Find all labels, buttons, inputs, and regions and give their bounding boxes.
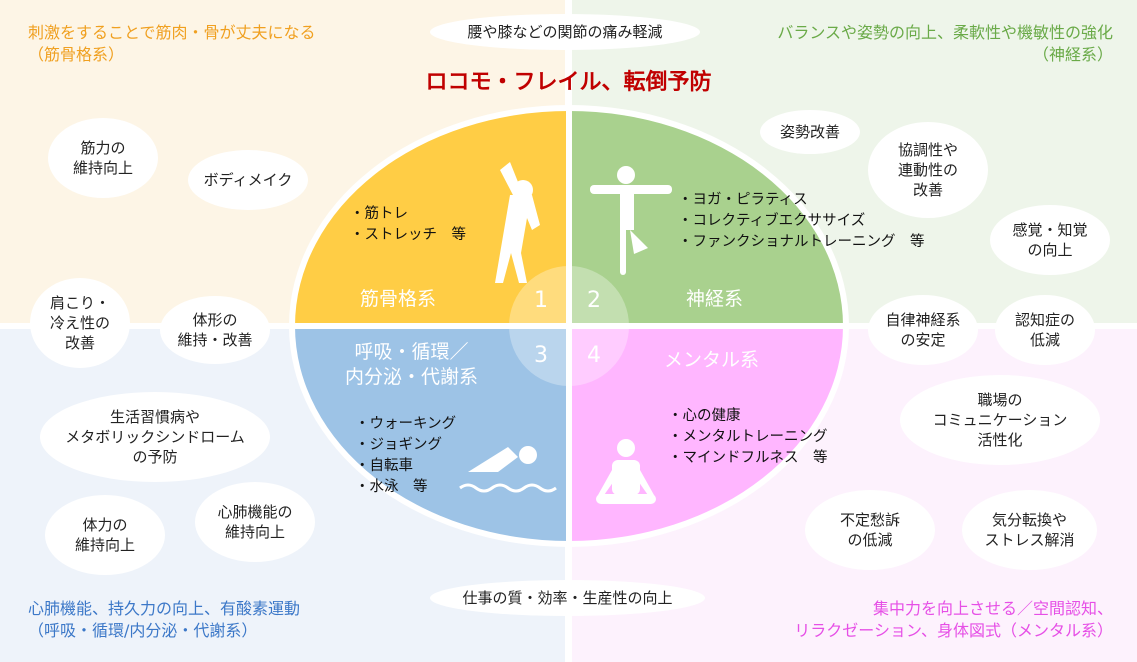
main-title: ロコモ・フレイル、転倒予防 [425, 70, 712, 95]
activity-list-respiratory: ・ウォーキング ・ジョギング ・自転車 ・水泳 等 [355, 414, 456, 498]
section-number-1: 1 [534, 288, 548, 313]
corner-text-mental: 集中力を向上させる／空間認知、 リラクゼーション、身体図式（メンタル系） [794, 599, 1113, 640]
meditation-icon [596, 439, 656, 504]
benefit-productivity: 仕事の質・効率・生産性の向上 [430, 580, 705, 616]
activity-item: ・ストレッチ 等 [350, 227, 466, 244]
section-label-respiratory: 呼吸・循環／ 内分泌・代謝系 [345, 341, 479, 388]
activity-item: ・ウォーキング [355, 416, 457, 432]
activity-item: ・ジョギング [355, 437, 442, 454]
benefit-bubble: 体形の 維持・改善 [160, 296, 270, 364]
benefit-bubble: 協調性や 連動性の 改善 [868, 122, 988, 218]
activity-list-musculoskeletal: ・筋トレ ・ストレッチ 等 [350, 204, 466, 246]
activity-item: ・ファンクショナルトレーニング 等 [678, 234, 925, 251]
benefit-bubble: 不定愁訴 の低減 [805, 490, 935, 570]
corner-text-musculoskeletal: 刺激をすることで筋肉・骨が丈夫になる （筋骨格系） [28, 23, 316, 64]
section-number-4: 4 [587, 343, 601, 368]
activity-item: ・メンタルトレーニング [668, 429, 828, 446]
corner-text-respiratory: 心肺機能、持久力の向上、有酸素運動 （呼吸・循環/内分泌・代謝系） [28, 599, 301, 640]
benefit-bubble: ボディメイク [188, 150, 308, 210]
section-number-3: 3 [534, 343, 548, 368]
section-label-mental: メンタル系 [664, 349, 760, 371]
benefit-bubble: 職場の コミュニケーション 活性化 [900, 375, 1100, 465]
activity-list-mental: ・心の健康 ・メンタルトレーニング ・マインドフルネス 等 [668, 406, 828, 469]
activity-item: ・コレクティブエクササイズ [678, 213, 866, 230]
activity-item: ・ヨガ・ピラティス [678, 192, 808, 208]
section-label-musculoskeletal: 筋骨格系 [360, 288, 437, 310]
benefit-bubble: 姿勢改善 [760, 110, 860, 154]
benefit-bubble: 認知症の 低減 [995, 295, 1095, 365]
center-circle [509, 266, 629, 386]
activity-item: ・筋トレ [350, 206, 408, 222]
benefit-bubble: 肩こり・ 冷え性の 改善 [30, 278, 130, 368]
activity-list-nervous: ・ヨガ・ピラティス ・コレクティブエクササイズ ・ファンクショナルトレーニング … [678, 190, 925, 253]
section-number-2: 2 [587, 288, 601, 313]
benefit-bubble: 筋力の 維持向上 [48, 118, 158, 198]
section-label-nervous: 神経系 [686, 288, 744, 310]
benefit-joint-pain: 腰や膝などの関節の痛み軽減 [430, 14, 700, 50]
activity-item: ・マインドフルネス 等 [668, 450, 828, 467]
stretching-person-icon [495, 162, 540, 283]
benefit-bubble: 心肺機能の 維持向上 [195, 482, 315, 562]
benefit-bubble: 体力の 維持向上 [45, 495, 165, 575]
swimmer-icon [459, 446, 557, 493]
benefit-bubble: 気分転換や ストレス解消 [962, 490, 1097, 570]
activity-item: ・水泳 等 [355, 479, 428, 496]
corner-text-nervous: バランスや姿勢の向上、柔軟性や機敏性の強化 （神経系） [777, 23, 1113, 64]
benefit-bubble: 自律神経系 の安定 [868, 295, 978, 365]
benefit-bubble: 生活習慣病や メタボリックシンドローム の予防 [40, 392, 270, 482]
yoga-pose-icon [590, 166, 672, 275]
benefit-bubble: 感覚・知覚 の向上 [990, 205, 1110, 275]
activity-item: ・心の健康 [668, 408, 741, 424]
activity-item: ・自転車 [355, 458, 413, 475]
